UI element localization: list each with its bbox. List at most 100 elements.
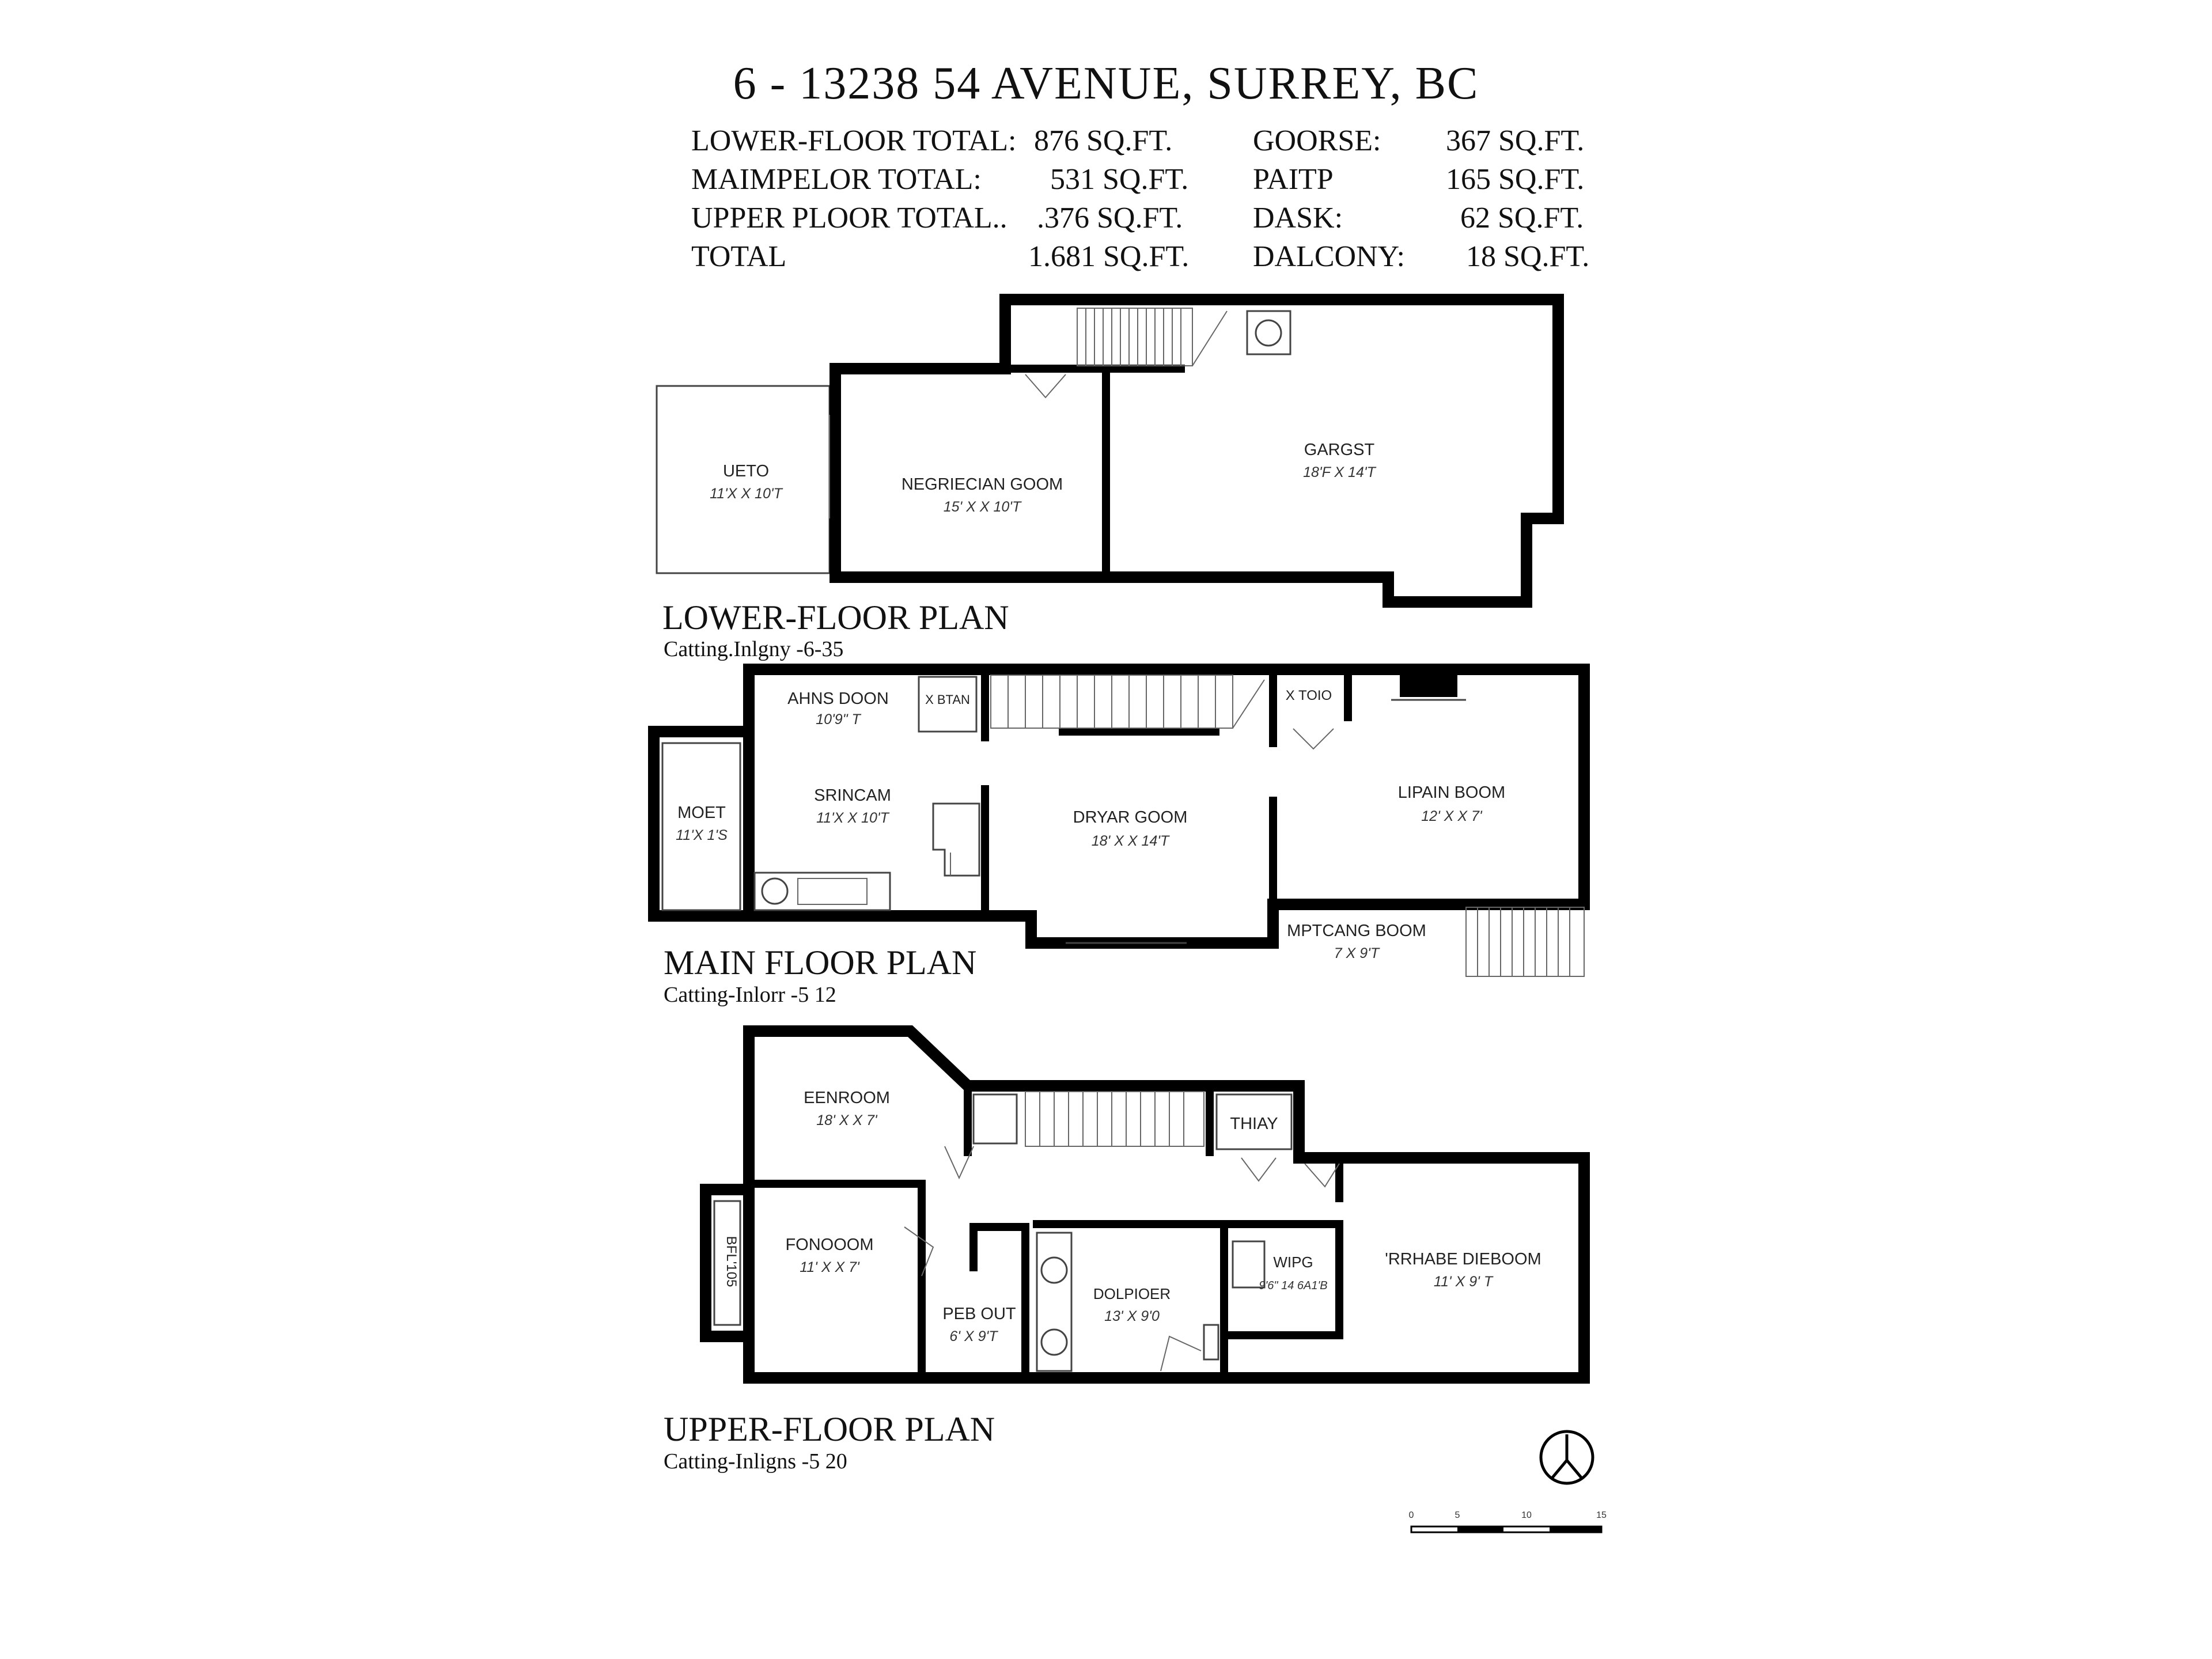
main-stairs bbox=[990, 675, 1265, 729]
area-value-lower: 876 SQ.FT. bbox=[1034, 124, 1173, 157]
lower-garage-dim: 18'F X 14'T bbox=[1303, 464, 1377, 480]
main-powder-door bbox=[1293, 728, 1334, 750]
bathtub bbox=[1036, 1232, 1073, 1372]
main-dining-dim: 18' X X 14'T bbox=[1092, 833, 1170, 849]
kitchen-island bbox=[932, 802, 980, 877]
upper-bay-wall bbox=[700, 1184, 755, 1342]
upper-pebout-dim: 6' X 9'T bbox=[949, 1328, 998, 1344]
scale-tick-0: 0 bbox=[1409, 1510, 1414, 1520]
main-nook-name: MOET bbox=[677, 804, 726, 822]
main-ahns-room-name: AHNS DOON bbox=[787, 690, 889, 708]
fireplace bbox=[1400, 674, 1457, 697]
upper-bay-window bbox=[713, 1200, 741, 1326]
upper-master-door bbox=[1304, 1163, 1340, 1188]
lower-patio-dim: 11'X X 10'T bbox=[710, 486, 783, 502]
main-exterior-wall bbox=[743, 664, 1590, 949]
water-heater bbox=[1246, 310, 1291, 355]
area-label-balcony: DALCONY: bbox=[1253, 240, 1405, 273]
lower-door-swing bbox=[1025, 374, 1066, 399]
area-label-garage: GOORSE: bbox=[1253, 124, 1381, 157]
upper-bed3-name: FONOOOM bbox=[785, 1236, 873, 1254]
area-value-main: 531 SQ.FT. bbox=[1050, 163, 1189, 196]
upper-pebout-name: PEB OUT bbox=[942, 1305, 1016, 1323]
main-kitchen-dim: 11'X X 10'T bbox=[816, 810, 890, 826]
bath-sink-1 bbox=[1040, 1256, 1068, 1284]
area-value-patio: 165 SQ.FT. bbox=[1446, 163, 1585, 196]
north-arrow-icon bbox=[1539, 1430, 1594, 1485]
main-deck-dim: 7 X 9'T bbox=[1334, 945, 1380, 961]
area-label-main: MAIMPELOR TOTAL: bbox=[691, 163, 982, 196]
lower-patio-name: UETO bbox=[723, 462, 769, 480]
lower-rec-room-dim: 15' X X 10'T bbox=[944, 499, 1022, 515]
upper-floor-plan: EENROOM 18' X X 7' THIAY FONOOOM 11' X X… bbox=[700, 1025, 1590, 1384]
kitchen-range bbox=[797, 878, 868, 905]
lower-rec-room-name: NEGRIECIAN GOOM bbox=[902, 475, 1063, 494]
upper-closet bbox=[972, 1093, 1018, 1145]
main-xbtan-name: X BTAN bbox=[925, 692, 970, 707]
upper-laundry-door bbox=[1241, 1157, 1277, 1182]
main-floor-plan-title: MAIN FLOOR PLAN bbox=[664, 944, 977, 982]
upper-bed2-door bbox=[944, 1146, 974, 1180]
kitchen-sink bbox=[761, 877, 789, 905]
scale-tick-5: 5 bbox=[1455, 1510, 1460, 1520]
upper-ensuite-dim: 9'6" 14 6A1'B bbox=[1259, 1279, 1327, 1292]
area-value-upper: .376 SQ.FT. bbox=[1037, 202, 1183, 234]
lower-exterior-wall bbox=[830, 294, 1564, 608]
lower-garage-name: GARGST bbox=[1304, 441, 1375, 459]
main-bay-wall bbox=[648, 726, 755, 922]
area-value-garage: 367 SQ.FT. bbox=[1446, 124, 1585, 157]
main-floor-plan-subtitle: Catting-Inlorr -5 12 bbox=[664, 983, 836, 1007]
main-ahns-room-dim: 10'9" T bbox=[816, 711, 861, 728]
area-label-upper: UPPER PLOOR TOTAL.. bbox=[691, 202, 1007, 234]
upper-bed3-dim: 11' X X 7' bbox=[800, 1259, 860, 1275]
lower-stairs bbox=[1077, 308, 1228, 366]
main-deck-name: MPTCANG BOOM bbox=[1287, 922, 1426, 940]
upper-floor-plan-title: UPPER-FLOOR PLAN bbox=[664, 1410, 995, 1448]
kitchen-counter bbox=[753, 872, 891, 911]
lower-floor-plan-title: LOWER-FLOOR PLAN bbox=[662, 599, 1009, 637]
scale-tick-10: 10 bbox=[1521, 1510, 1532, 1520]
upper-stairs bbox=[1025, 1091, 1205, 1147]
area-label-deck: DASK: bbox=[1253, 202, 1343, 234]
lower-floor-plan: UETO 11'X X 10'T NEGRIECIAN GOOM 15' X X… bbox=[656, 294, 1564, 608]
main-living-name: LIPAIN BOOM bbox=[1398, 783, 1505, 802]
scale-bar: 0 5 10 15 bbox=[1409, 1510, 1607, 1533]
bath-door bbox=[1160, 1335, 1202, 1372]
upper-master-name: 'RRHABE DIEBOOM bbox=[1385, 1250, 1541, 1268]
main-powder-name: X TOIO bbox=[1286, 688, 1332, 703]
main-deck-stairs bbox=[1465, 907, 1585, 977]
lower-floor-plan-subtitle: Catting.Inlgny -6-35 bbox=[664, 637, 844, 661]
upper-bed3-door bbox=[904, 1226, 934, 1277]
upper-ensuite-name: WIPG bbox=[1273, 1253, 1313, 1271]
main-living-dim: 12' X X 7' bbox=[1421, 808, 1483, 824]
main-dining-name: DRYAR GOOM bbox=[1073, 808, 1188, 827]
area-value-total: 1.681 SQ.FT. bbox=[1028, 240, 1190, 273]
main-pantry-box bbox=[918, 676, 978, 733]
main-nook-dim: 11'X 1'S bbox=[676, 827, 728, 843]
upper-bath-name: DOLPIOER bbox=[1093, 1285, 1171, 1302]
area-label-patio: PAITP bbox=[1253, 163, 1334, 196]
area-value-balcony: 18 SQ.FT. bbox=[1466, 240, 1590, 273]
laundry-box bbox=[1215, 1093, 1293, 1150]
upper-bath-dim: 13' X 9'0 bbox=[1104, 1308, 1160, 1324]
main-kitchen-name: SRINCAM bbox=[814, 786, 891, 805]
scale-tick-15: 15 bbox=[1596, 1510, 1607, 1520]
area-label-total: TOTAL bbox=[691, 240, 787, 273]
upper-master-dim: 11' X 9' T bbox=[1434, 1274, 1494, 1290]
upper-floor-plan-subtitle: Catting-Inligns -5 20 bbox=[664, 1449, 847, 1474]
area-value-deck: 62 SQ.FT. bbox=[1460, 202, 1584, 234]
upper-bed2-dim: 18' X X 7' bbox=[816, 1112, 878, 1128]
upper-bed2-name: EENROOM bbox=[804, 1089, 890, 1107]
property-title: 6 - 13238 54 AVENUE, SURREY, BC bbox=[733, 58, 1479, 109]
bath-vanity bbox=[1203, 1324, 1219, 1361]
upper-exterior-wall bbox=[743, 1025, 1590, 1384]
water-heater-tank bbox=[1255, 319, 1282, 347]
area-label-lower: LOWER-FLOOR TOTAL: bbox=[691, 124, 1017, 157]
ensuite-shower bbox=[1232, 1240, 1266, 1289]
main-bay-window bbox=[661, 742, 741, 911]
upper-laundry-name: THIAY bbox=[1230, 1115, 1278, 1133]
upper-bay-label: BFL'105 bbox=[724, 1236, 739, 1287]
main-floor-plan: AHNS DOON 10'9" T X BTAN MOET 11'X 1'S S… bbox=[648, 664, 1590, 977]
toilet bbox=[1040, 1328, 1068, 1356]
